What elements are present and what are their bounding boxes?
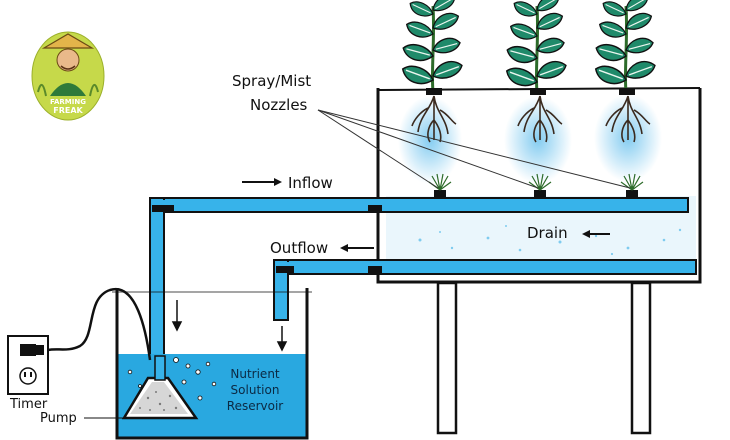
label-reservoir-solution: Solution	[231, 383, 280, 397]
label-reservoir-reservoir: Reservoir	[227, 399, 284, 413]
logo-text-farming: FARMING	[50, 98, 86, 106]
nozzle-leader-lines	[317, 109, 631, 189]
label-timer: Timer	[9, 397, 48, 412]
flow-down-arrows	[171, 300, 288, 352]
pump	[121, 355, 199, 420]
spray-nozzles	[428, 173, 644, 197]
label-spray-mist: Spray/Mist	[232, 72, 311, 90]
plant-3	[592, 0, 658, 93]
outflow-arrow	[340, 244, 374, 252]
power-outlet	[7, 287, 152, 395]
label-drain: Drain	[527, 224, 568, 242]
label-reservoir-nutrient: Nutrient	[230, 367, 280, 381]
stand-legs	[436, 281, 652, 435]
plant-2	[503, 0, 569, 93]
net-pots	[426, 88, 635, 95]
inflow-arrow	[242, 178, 282, 186]
plant-roots	[411, 95, 651, 143]
logo-text-freak: FREAK	[53, 106, 83, 115]
label-inflow: Inflow	[288, 174, 333, 192]
farming-freak-logo: FARMING FREAK	[31, 31, 105, 121]
plant-1	[399, 0, 465, 93]
label-outflow: Outflow	[270, 239, 328, 257]
drain-arrow	[582, 230, 610, 238]
drain-pipe	[273, 259, 697, 321]
label-pump: Pump	[40, 411, 77, 426]
label-nozzles: Nozzles	[250, 96, 308, 114]
